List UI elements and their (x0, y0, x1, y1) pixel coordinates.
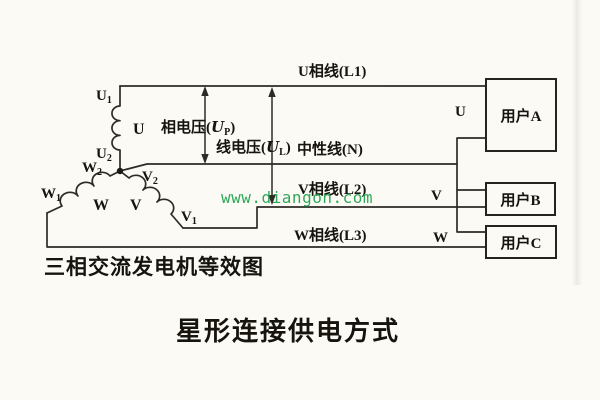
w-phase-wire (46, 212, 486, 248)
load-box-c: 用户C (485, 225, 557, 259)
load-c-label: 用户C (500, 235, 542, 252)
generator-caption: 三相交流发电机等效图 (44, 256, 264, 279)
bus-terminal-u: U (455, 104, 466, 120)
load-b-label: 用户B (500, 192, 541, 209)
neutral-wire-label: 中性线(N) (297, 142, 363, 158)
star-point (116, 167, 124, 175)
winding-w-label: W (93, 197, 109, 214)
bus-terminal-w: W (433, 230, 448, 246)
v-phase-wire-label: V相线(L2) (298, 182, 367, 198)
terminal-w1: W1 (41, 186, 61, 204)
neutral-wire (119, 163, 458, 172)
bus-terminal-v: V (431, 188, 442, 204)
terminal-u1: U1 (96, 88, 112, 106)
winding-u-label: U (133, 121, 145, 138)
line-voltage-arrow (268, 87, 276, 205)
line-voltage-label: 线电压(UL) (216, 138, 291, 158)
winding-v-label: V (130, 197, 142, 214)
page-title: 星形连接供电方式 (176, 316, 401, 346)
load-a-label: 用户A (500, 108, 542, 125)
terminal-u2: U2 (96, 146, 112, 164)
terminal-v2: V2 (142, 169, 158, 187)
u-phase-wire-label: U相线(L1) (298, 64, 367, 80)
v-winding-coil (119, 170, 184, 229)
load-box-b: 用户B (485, 182, 556, 216)
phase-voltage-arrow (201, 86, 209, 164)
load-box-a: 用户A (485, 78, 557, 152)
w-winding-coil (46, 170, 121, 214)
phase-voltage-label: 相电压(UP) (161, 118, 236, 138)
v-phase-wire (182, 206, 486, 229)
neutral-bus (456, 137, 486, 233)
w-phase-wire-label: W相线(L3) (294, 228, 367, 244)
u-winding-coil (111, 85, 121, 172)
terminal-v1: V1 (181, 209, 197, 227)
site-watermark: www.diangon.com (221, 188, 373, 207)
terminal-w2: W2 (82, 160, 102, 178)
